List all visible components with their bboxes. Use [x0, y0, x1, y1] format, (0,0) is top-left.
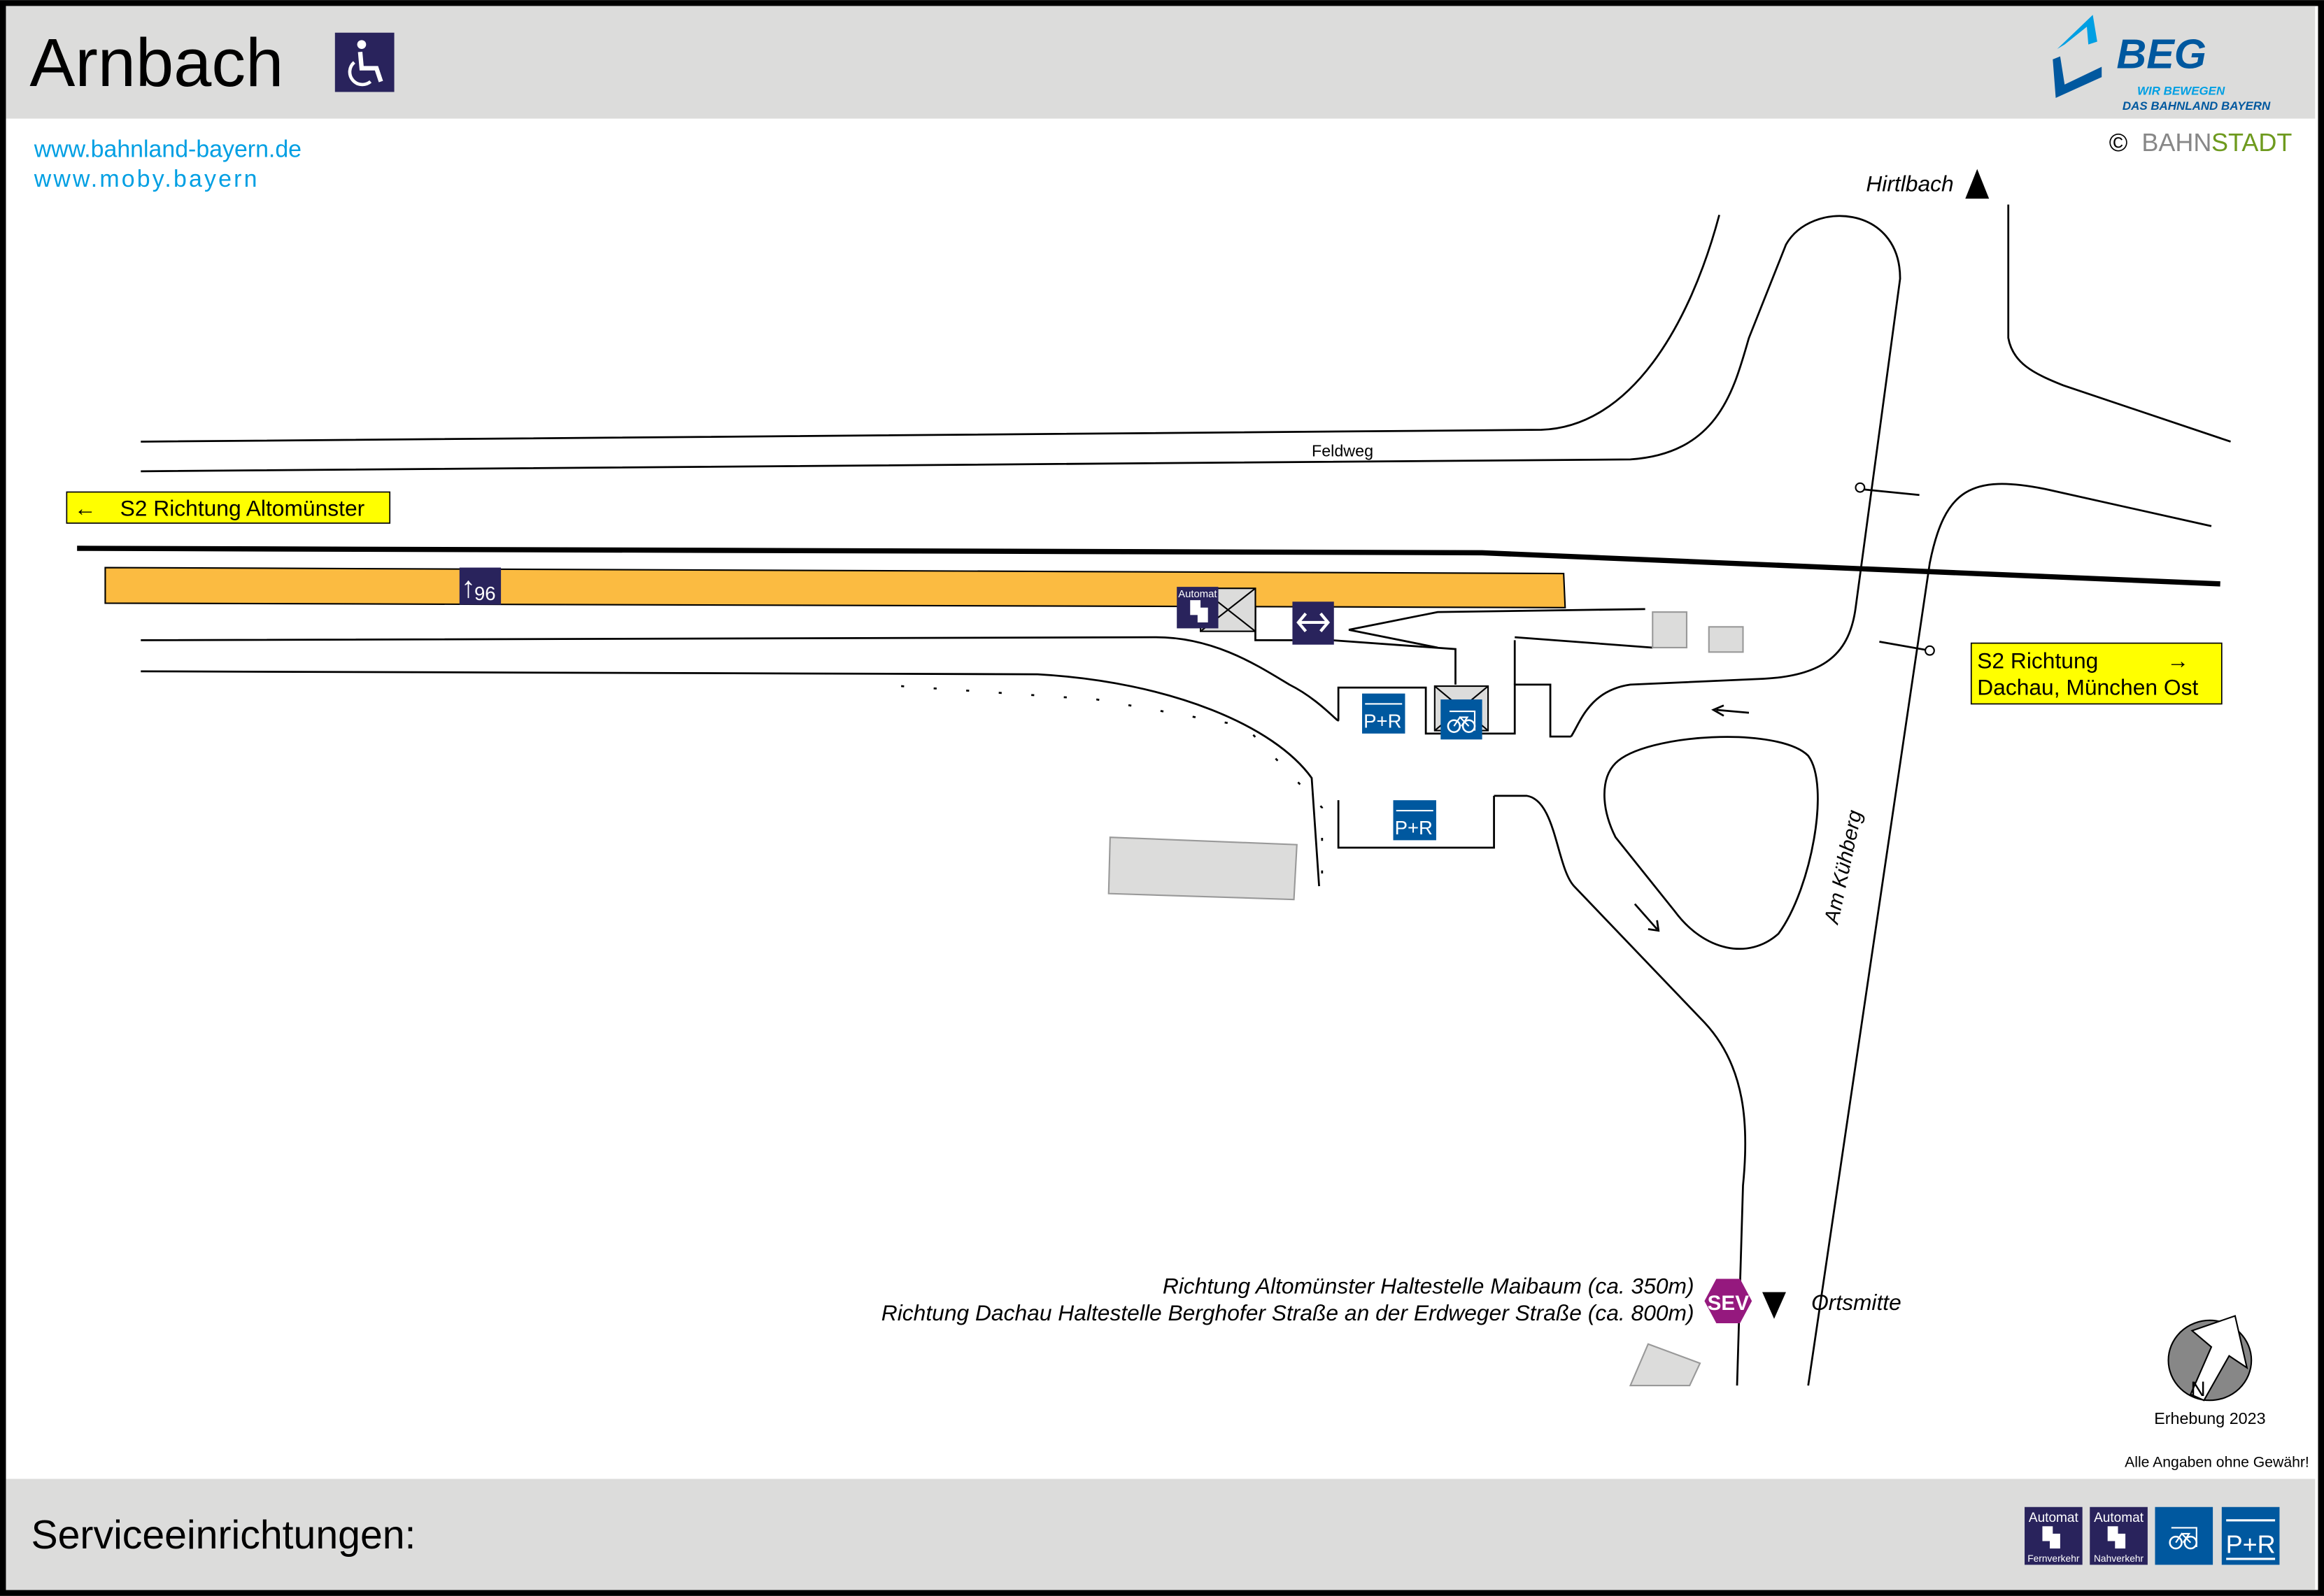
- svg-text:Nahverkehr: Nahverkehr: [2094, 1553, 2144, 1564]
- svg-text:P+R: P+R: [2226, 1530, 2276, 1558]
- railway-track: [77, 546, 2220, 587]
- svg-text:SEV: SEV: [1708, 1292, 1750, 1315]
- underpass-icon: [1292, 601, 1334, 645]
- svg-text:N: N: [2190, 1378, 2205, 1401]
- bicycle-parking-icon[interactable]: [1440, 699, 1482, 740]
- svg-text:Fernverkehr: Fernverkehr: [2027, 1553, 2080, 1564]
- traffic-arrows: [1634, 704, 1750, 932]
- direction-dachau: S2 Richtung → Dachau, München Ost: [1970, 642, 2223, 705]
- svg-text:P+R: P+R: [1363, 710, 1401, 732]
- ticket-machine-icon[interactable]: Automat: [1177, 587, 1219, 629]
- svg-text:→: →: [2167, 648, 2189, 674]
- svg-text:WIR BEWEGEN: WIR BEWEGEN: [2137, 85, 2225, 98]
- arrow-down-icon: [1762, 1292, 1786, 1319]
- arrow-up-icon: [1965, 169, 1990, 199]
- wheelchair-icon: [334, 32, 395, 92]
- park-and-ride-icon[interactable]: P+R: [1362, 693, 1405, 734]
- svg-text:S2 Richtung: S2 Richtung: [1977, 648, 2098, 674]
- link-moby-bayern[interactable]: www.moby.bayern: [34, 166, 260, 192]
- sev-icon: [1704, 1278, 1752, 1324]
- link-bahnland-bayern[interactable]: www.bahnland-bayern.de: [34, 136, 302, 163]
- survey-year: Erhebung 2023: [2154, 1409, 2265, 1427]
- roads: [141, 204, 2231, 1386]
- park-and-ride-icon[interactable]: P+R: [1393, 800, 1436, 841]
- svg-text:96: 96: [474, 583, 496, 604]
- svg-text:Automat: Automat: [2029, 1511, 2079, 1525]
- services-title: Serviceeinrichtungen:: [31, 1513, 416, 1558]
- svg-text:P+R: P+R: [1395, 817, 1433, 839]
- svg-text:BEG: BEG: [2116, 31, 2206, 78]
- service-ticket-machine-long-distance[interactable]: Automat Fernverkehr: [2025, 1506, 2083, 1565]
- svg-text:DAS BAHNLAND BAYERN: DAS BAHNLAND BAYERN: [2123, 99, 2271, 113]
- bahnstadt-copyright: © BAHN STADT: [2109, 128, 2293, 157]
- street-feldweg: Feldweg: [1312, 442, 1373, 460]
- svg-text:Richtung Dachau Haltestelle Be: Richtung Dachau Haltestelle Berghofer St…: [881, 1300, 1694, 1325]
- svg-text:↑: ↑: [461, 571, 476, 604]
- footer-band: [6, 1479, 2316, 1590]
- service-ticket-machine-regional[interactable]: Automat Nahverkehr: [2090, 1506, 2148, 1565]
- svg-text:←: ←: [74, 495, 97, 520]
- beg-logo: BEG WIR BEWEGEN DAS BAHNLAND BAYERN: [2053, 15, 2271, 113]
- buildings: [1107, 587, 1744, 1387]
- svg-text:Automat: Automat: [2094, 1511, 2144, 1525]
- platform-sign-96: ↑ 96: [459, 567, 502, 605]
- svg-text:Automat: Automat: [1178, 589, 1217, 600]
- svg-text:Dachau, München Ost: Dachau, München Ost: [1977, 675, 2198, 700]
- north-arrow-icon: N: [2167, 1315, 2253, 1402]
- svg-text:©: ©: [2109, 128, 2128, 157]
- street-hirtlbach: Hirtlbach: [1866, 171, 1953, 196]
- direction-altomuenster: ← S2 Richtung Altomünster: [66, 491, 391, 524]
- service-bicycle-parking[interactable]: [2155, 1506, 2213, 1565]
- svg-text:BAHN: BAHN: [2141, 128, 2211, 157]
- station-title: Arnbach: [29, 24, 283, 101]
- sev-info: Richtung Altomünster Haltestelle Maibaum…: [881, 1274, 1752, 1325]
- svg-text:STADT: STADT: [2211, 128, 2292, 157]
- svg-text:S2 Richtung Altomünster: S2 Richtung Altomünster: [120, 495, 365, 520]
- svg-text:Richtung Altomünster Haltestel: Richtung Altomünster Haltestelle Maibaum…: [1163, 1274, 1694, 1299]
- street-ortsmitte: Ortsmitte: [1811, 1290, 1901, 1315]
- service-park-and-ride[interactable]: P+R: [2221, 1506, 2280, 1565]
- disclaimer: Alle Angaben ohne Gewähr!: [2125, 1455, 2309, 1471]
- platform[interactable]: [104, 567, 1566, 608]
